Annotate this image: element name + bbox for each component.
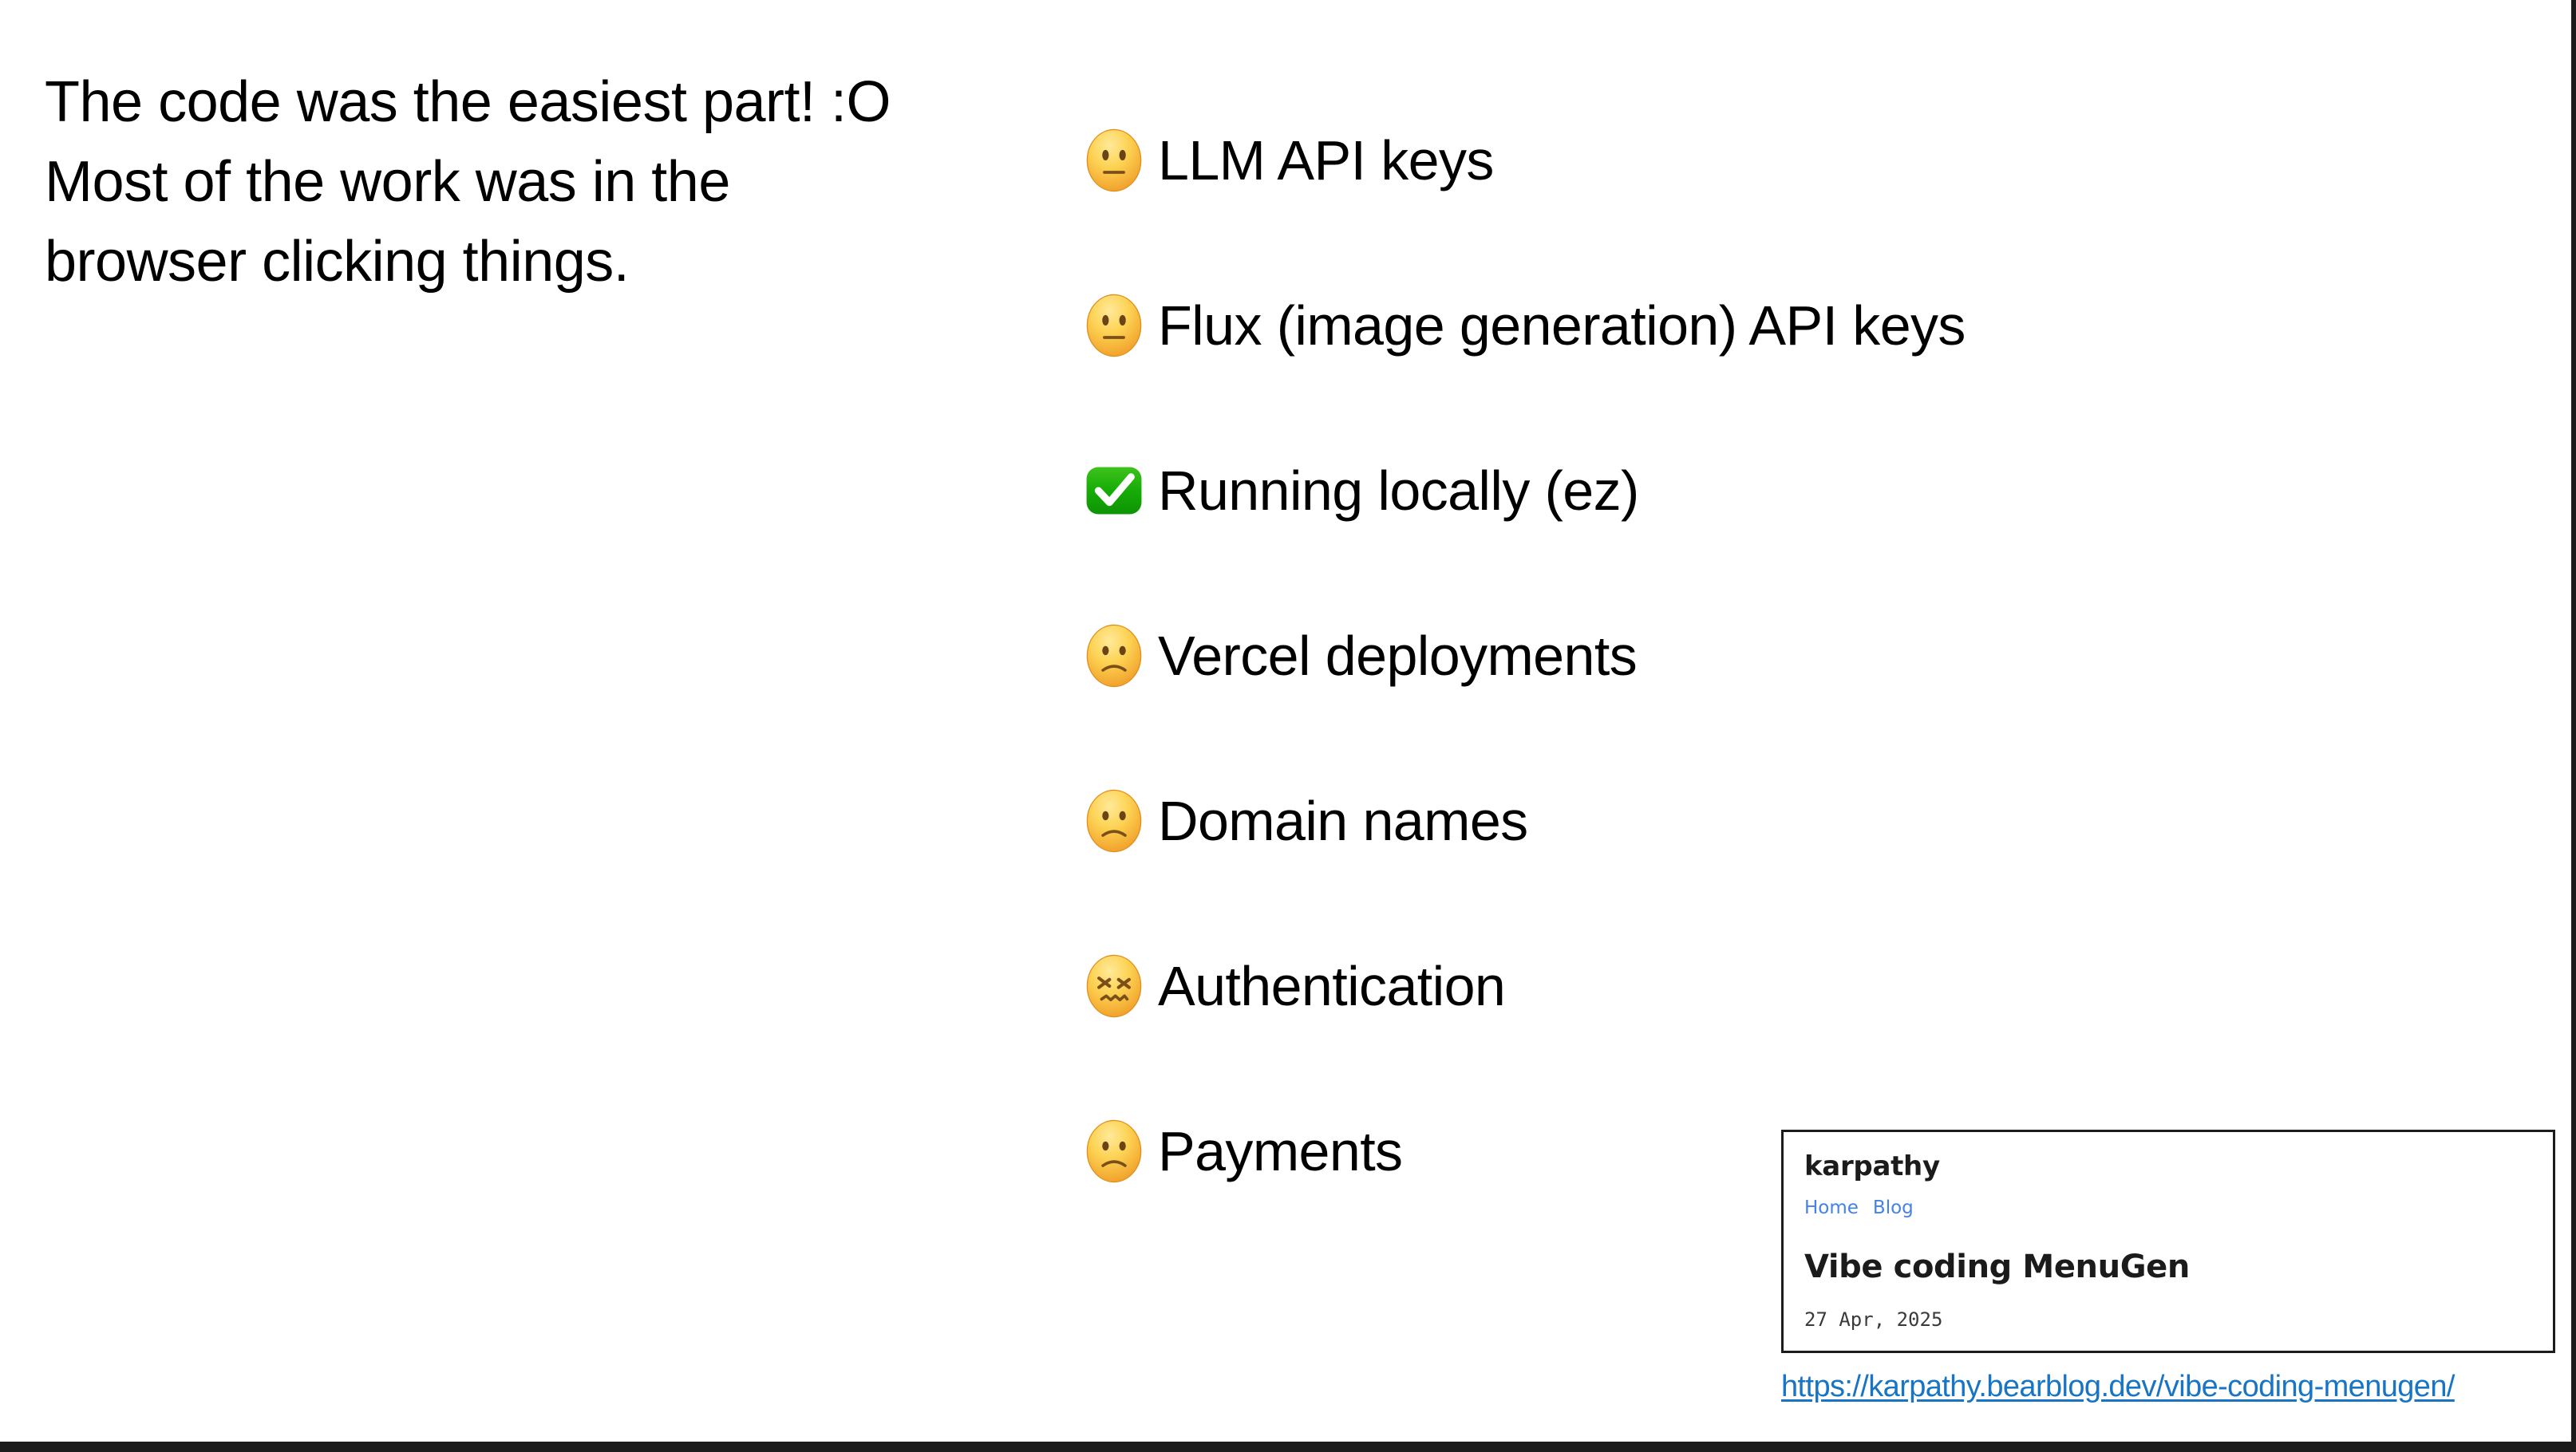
checklist-item-label: Flux (image generation) API keys: [1158, 294, 1966, 357]
checklist-item-label: Authentication: [1158, 955, 1506, 1017]
blog-post-date: 27 Apr, 2025: [1804, 1308, 1943, 1331]
blog-nav-link-home[interactable]: Home: [1804, 1198, 1859, 1218]
checklist-item-label: Vercel deployments: [1158, 625, 1638, 687]
blog-url-link[interactable]: https://karpathy.bearblog.dev/vibe-codin…: [1781, 1370, 2455, 1403]
narrative-line-1: The code was the easiest part! :O: [45, 70, 891, 134]
confounded-face-icon: [1081, 953, 1147, 1019]
blog-preview-card: karpathy Home Blog Vibe coding MenuGen 2…: [1781, 1130, 2555, 1353]
checklist-item-label: LLM API keys: [1158, 129, 1494, 191]
white-check-mark-icon: [1081, 458, 1147, 523]
checklist-item-label: Running locally (ez): [1158, 460, 1639, 522]
checklist-item-domain-names: Domain names: [1081, 772, 2534, 870]
blog-nav: Home Blog: [1804, 1196, 2532, 1220]
checklist-item-vercel-deployments: Vercel deployments: [1081, 607, 2534, 704]
checklist-item-llm-api-keys: LLM API keys: [1081, 112, 2534, 209]
narrative-text-block: The code was the easiest part! :O Most o…: [45, 62, 1026, 302]
checklist-item-flux-api-keys: Flux (image generation) API keys: [1081, 277, 2534, 374]
checklist-item-running-locally: Running locally (ez): [1081, 442, 2534, 539]
checklist-item-label: Domain names: [1158, 790, 1528, 852]
checklist-item-payments: Payments: [1081, 1103, 2534, 1200]
checklist-item-label: Payments: [1158, 1120, 1403, 1182]
neutral-face-icon: [1081, 293, 1147, 358]
blog-site-title: karpathy: [1804, 1150, 1940, 1182]
narrative-line-3: browser clicking things.: [45, 230, 630, 294]
blog-post-title: Vibe coding MenuGen: [1804, 1249, 2190, 1285]
blog-screenshot-inset: karpathy Home Blog Vibe coding MenuGen 2…: [1781, 1130, 2555, 1406]
slightly-frowning-face-icon: [1081, 788, 1147, 854]
slightly-frowning-face-icon: [1081, 623, 1147, 689]
narrative-line-2: Most of the work was in the: [45, 150, 730, 214]
checklist: LLM API keys: [1081, 112, 2534, 1200]
checklist-item-authentication: Authentication: [1081, 937, 2534, 1035]
neutral-face-icon: [1081, 128, 1147, 193]
slightly-frowning-face-icon: [1081, 1119, 1147, 1184]
blog-nav-link-blog[interactable]: Blog: [1872, 1198, 1914, 1218]
